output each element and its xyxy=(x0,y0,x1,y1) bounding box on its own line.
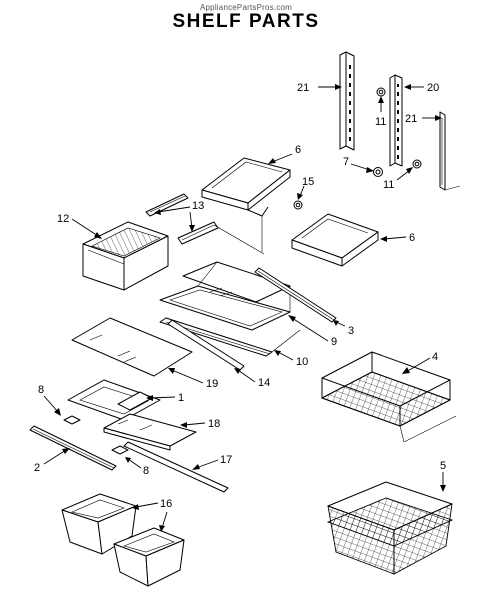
callout-15: 15 xyxy=(302,176,314,188)
callout-3: 3 xyxy=(348,325,354,337)
part-rail-2 xyxy=(29,425,117,471)
callout-20: 20 xyxy=(427,82,439,94)
part-glass-shelf-9 xyxy=(159,261,291,331)
callout-8-right: 8 xyxy=(143,465,149,477)
part-shelf-track-20 xyxy=(389,74,403,167)
part-screw-11-upper xyxy=(376,87,386,97)
part-wire-basket-5 xyxy=(326,481,454,575)
part-trim-14 xyxy=(167,319,245,371)
callout-10: 10 xyxy=(296,356,308,368)
part-crisper-frame-1 xyxy=(67,379,161,421)
callout-6-upper: 6 xyxy=(295,144,301,156)
part-screw-7 xyxy=(373,167,383,177)
callout-17: 17 xyxy=(220,454,232,466)
part-slide-13-lower xyxy=(177,221,265,255)
callout-6-lower: 6 xyxy=(409,232,415,244)
callout-11-upper: 11 xyxy=(375,116,386,128)
part-crisper-bin-16-left xyxy=(61,493,137,555)
callout-21-left: 21 xyxy=(297,82,309,94)
part-drawer-12 xyxy=(82,221,169,291)
callout-9: 9 xyxy=(331,336,337,348)
part-trim-3 xyxy=(254,267,337,323)
callout-12: 12 xyxy=(57,213,69,225)
part-shelf-track-21-left xyxy=(339,51,355,151)
part-bracket-8-right xyxy=(111,445,129,455)
leader-lines xyxy=(43,84,446,532)
callout-14: 14 xyxy=(258,377,270,389)
callout-1: 1 xyxy=(178,392,184,404)
watermark-text: AppliancePartsPros.com xyxy=(200,3,292,12)
page-title: SHELF PARTS xyxy=(172,11,320,32)
part-rail-17 xyxy=(123,441,229,493)
part-bracket-8-left xyxy=(63,415,81,425)
callout-18: 18 xyxy=(208,418,220,430)
part-slide-13-upper xyxy=(145,193,189,217)
part-shelf-track-21-right xyxy=(439,111,461,191)
callout-11-lower: 11 xyxy=(383,179,394,191)
callout-5: 5 xyxy=(440,460,446,472)
part-shelf-6-upper xyxy=(201,157,291,252)
part-screw-15 xyxy=(293,200,303,210)
part-shelf-6-lower xyxy=(291,213,379,267)
part-glass-cover-19 xyxy=(71,317,193,377)
callout-8-left: 8 xyxy=(38,384,44,396)
callout-7: 7 xyxy=(343,156,349,168)
callout-13: 13 xyxy=(192,200,204,212)
part-wire-basket-4 xyxy=(320,351,457,443)
callout-16: 16 xyxy=(160,498,172,510)
callout-labels: 21 20 11 21 6 7 11 15 12 13 6 3 9 10 4 1… xyxy=(34,82,446,510)
part-crisper-cover-18 xyxy=(103,413,197,451)
part-screw-11-lower xyxy=(412,159,422,169)
callout-21-right: 21 xyxy=(405,113,417,125)
part-crisper-bin-16-right xyxy=(113,527,185,587)
callout-4: 4 xyxy=(432,351,438,363)
callout-19: 19 xyxy=(206,378,218,390)
callout-2: 2 xyxy=(34,462,40,474)
